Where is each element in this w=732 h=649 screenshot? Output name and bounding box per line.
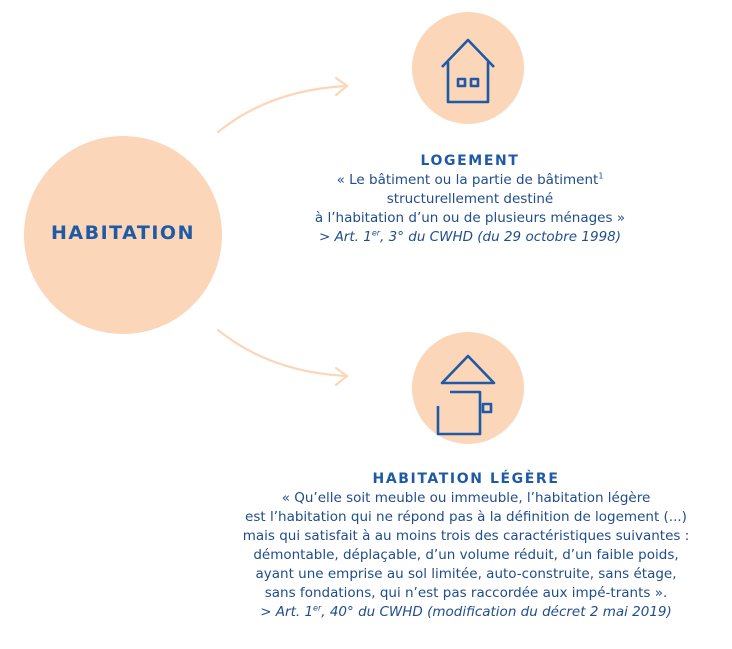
logement-reference: > Art. 1er, 3° du CWHD (du 29 octobre 19… <box>318 228 622 245</box>
legere-line-2: est l’habitation qui ne répond pas à la … <box>245 509 687 525</box>
legere-line-6: sans fondations, qui n’est pas raccordée… <box>264 585 668 601</box>
legere-reference: > Art. 1er, 40° du CWHD (modification du… <box>260 603 672 620</box>
logement-line-2: structurellement destiné <box>386 191 554 207</box>
legere-line-5: ayant une emprise au sol limitée, auto-c… <box>255 566 677 582</box>
arrow-icon-bottom <box>216 328 348 378</box>
legere-line-1: « Qu’elle soit meuble ou immeuble, l’hab… <box>281 490 651 506</box>
logement-heading: LOGEMENT <box>420 153 520 169</box>
arrowhead-bottom <box>334 366 349 387</box>
legere-line-4: démontable, déplaçable, d’un volume rédu… <box>253 547 679 563</box>
legere-icon-circle <box>412 332 524 444</box>
house-icon <box>441 38 495 104</box>
logement-icon-circle <box>412 12 524 124</box>
logement-line-3: à l’habitation d’un ou de plusieurs ména… <box>314 210 626 226</box>
arrow-icon-top <box>216 84 348 134</box>
logement-line-1: « Le bâtiment ou la partie de bâtiment1 <box>336 171 604 188</box>
legere-block: HABITATION LÉGÈRE « Qu’elle soit meuble … <box>200 470 732 622</box>
legere-line-3: mais qui satisfait à au moins trois des … <box>242 528 690 544</box>
habitation-label: HABITATION <box>51 222 195 244</box>
light-dwelling-icon <box>436 354 496 436</box>
legere-heading: HABITATION LÉGÈRE <box>372 471 560 487</box>
habitation-circle <box>24 136 222 334</box>
arrowhead-top <box>334 76 349 97</box>
logement-block: LOGEMENT « Le bâtiment ou la partie de b… <box>300 152 640 247</box>
